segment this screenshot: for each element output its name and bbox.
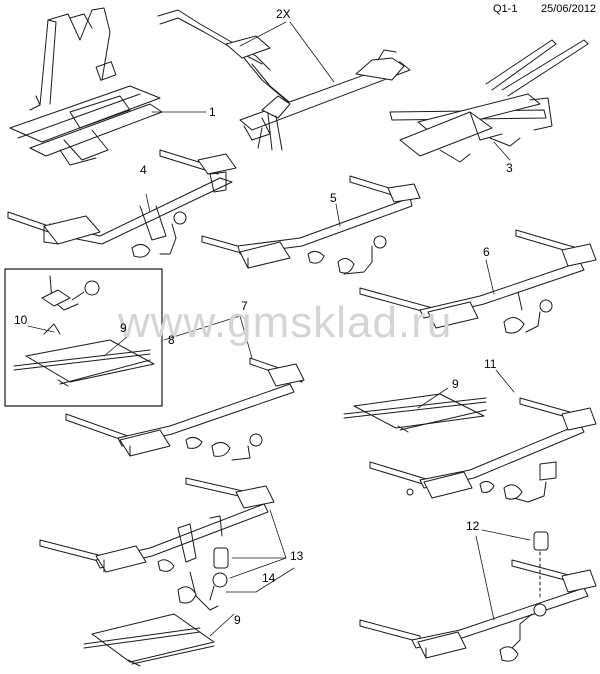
- diagram-date: 25/06/2012: [541, 3, 597, 15]
- callout-1: 1: [209, 105, 216, 119]
- callout-2x: 2X: [276, 7, 291, 21]
- leader-lines: [27, 21, 531, 637]
- leader-9c: [209, 613, 235, 637]
- part-7-tow-bar: [65, 357, 305, 461]
- callout-3: 3: [506, 161, 513, 175]
- part-11-tow-bar-kit: [343, 393, 597, 503]
- leader-6: [485, 259, 495, 295]
- part-6-tow-bar: [359, 229, 597, 334]
- part-1-bike-carrier: [9, 7, 163, 166]
- leader-2x-a: [239, 21, 287, 47]
- leader-10: [27, 325, 55, 333]
- leader-13-c: [229, 557, 287, 579]
- callout-7: 7: [241, 299, 248, 313]
- callout-9-bottom: 9: [234, 613, 241, 627]
- leader-12-a: [481, 529, 531, 541]
- part-3-bike-rack: [389, 39, 589, 163]
- callout-13: 13: [290, 549, 304, 563]
- leader-11: [495, 369, 515, 393]
- leader-9a: [103, 335, 129, 357]
- callout-5: 5: [330, 191, 337, 205]
- part-5-tow-bar: [201, 175, 421, 275]
- callout-9-inset: 9: [120, 321, 127, 335]
- callout-4: 4: [140, 163, 147, 177]
- callout-9-kit11: 9: [452, 377, 459, 391]
- leader-3: [493, 141, 511, 161]
- diagram-code: Q1-1: [493, 3, 518, 15]
- callout-14: 14: [262, 571, 276, 585]
- callout-8: 8: [168, 333, 175, 347]
- part-9-instruction-sheet: [83, 613, 215, 667]
- leader-5: [335, 203, 341, 227]
- leader-14-a: [255, 567, 295, 593]
- leader-2x-b: [289, 21, 335, 83]
- leader-9b: [417, 387, 449, 409]
- leader-12-b: [475, 535, 495, 621]
- callout-12: 12: [466, 519, 480, 533]
- part-13-tow-bar: [39, 477, 275, 611]
- leader-8-a: [163, 315, 241, 341]
- part-2-carrier-holder: [157, 9, 411, 151]
- inset-frame: [4, 268, 163, 407]
- part-12-tow-bar: [359, 531, 597, 662]
- inset-kit-8: [4, 268, 163, 407]
- leader-7: [239, 315, 253, 359]
- leader-13-a: [269, 509, 287, 559]
- callout-10: 10: [14, 313, 28, 327]
- leader-4: [145, 193, 151, 213]
- callout-6: 6: [483, 245, 490, 259]
- part-4-tow-bar: [7, 149, 237, 258]
- callout-11: 11: [484, 357, 497, 371]
- watermark: www.gmsklad.ru: [118, 298, 453, 347]
